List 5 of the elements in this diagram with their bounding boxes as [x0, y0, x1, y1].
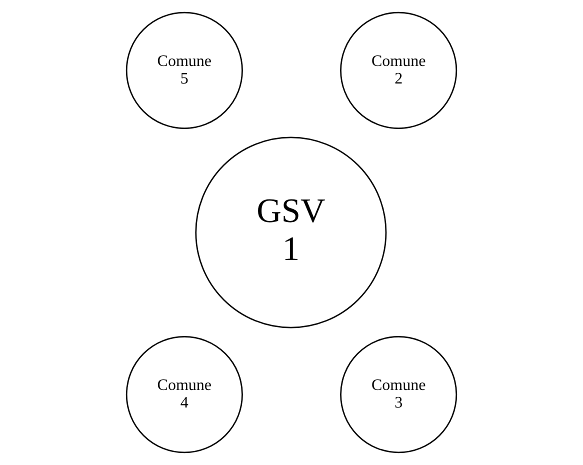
- node-circle: Comune 2: [340, 12, 458, 129]
- node-circle: Comune 5: [126, 12, 243, 129]
- node-circle: Comune 4: [126, 336, 243, 454]
- node-circle: GSV 1: [195, 136, 387, 328]
- node-circle: Comune 3: [340, 336, 458, 454]
